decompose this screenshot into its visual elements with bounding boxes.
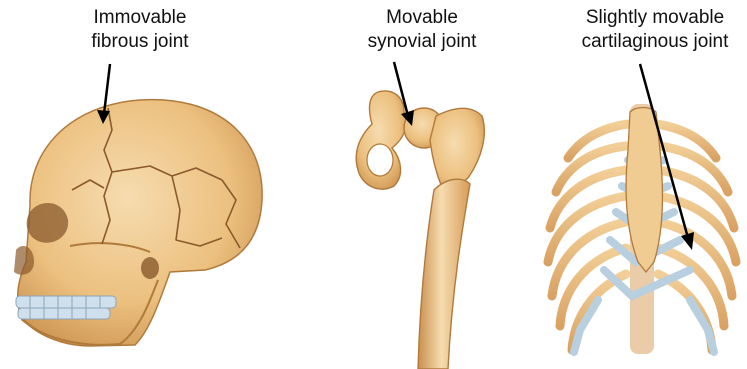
label-fibrous-joint: Immovable fibrous joint <box>55 6 225 54</box>
label-cartilaginous-line1: Slightly movable <box>560 6 747 30</box>
obturator-foramen <box>367 144 393 176</box>
label-fibrous-line2: fibrous joint <box>55 30 225 54</box>
femur-hip-illustration <box>356 91 484 369</box>
femur-shaft <box>418 179 470 369</box>
skull-eye-socket <box>27 203 69 243</box>
skull-illustration <box>14 100 262 346</box>
label-synovial-line2: synovial joint <box>352 30 492 54</box>
label-cartilaginous-line2: cartilaginous joint <box>560 30 747 54</box>
skull-teeth <box>16 296 116 319</box>
label-synovial-line1: Movable <box>352 6 492 30</box>
ribcage-illustration <box>548 104 736 354</box>
label-fibrous-line1: Immovable <box>55 6 225 30</box>
label-synovial-joint: Movable synovial joint <box>352 6 492 54</box>
label-cartilaginous-joint: Slightly movable cartilaginous joint <box>560 6 747 54</box>
skull-ear-opening <box>141 257 159 279</box>
